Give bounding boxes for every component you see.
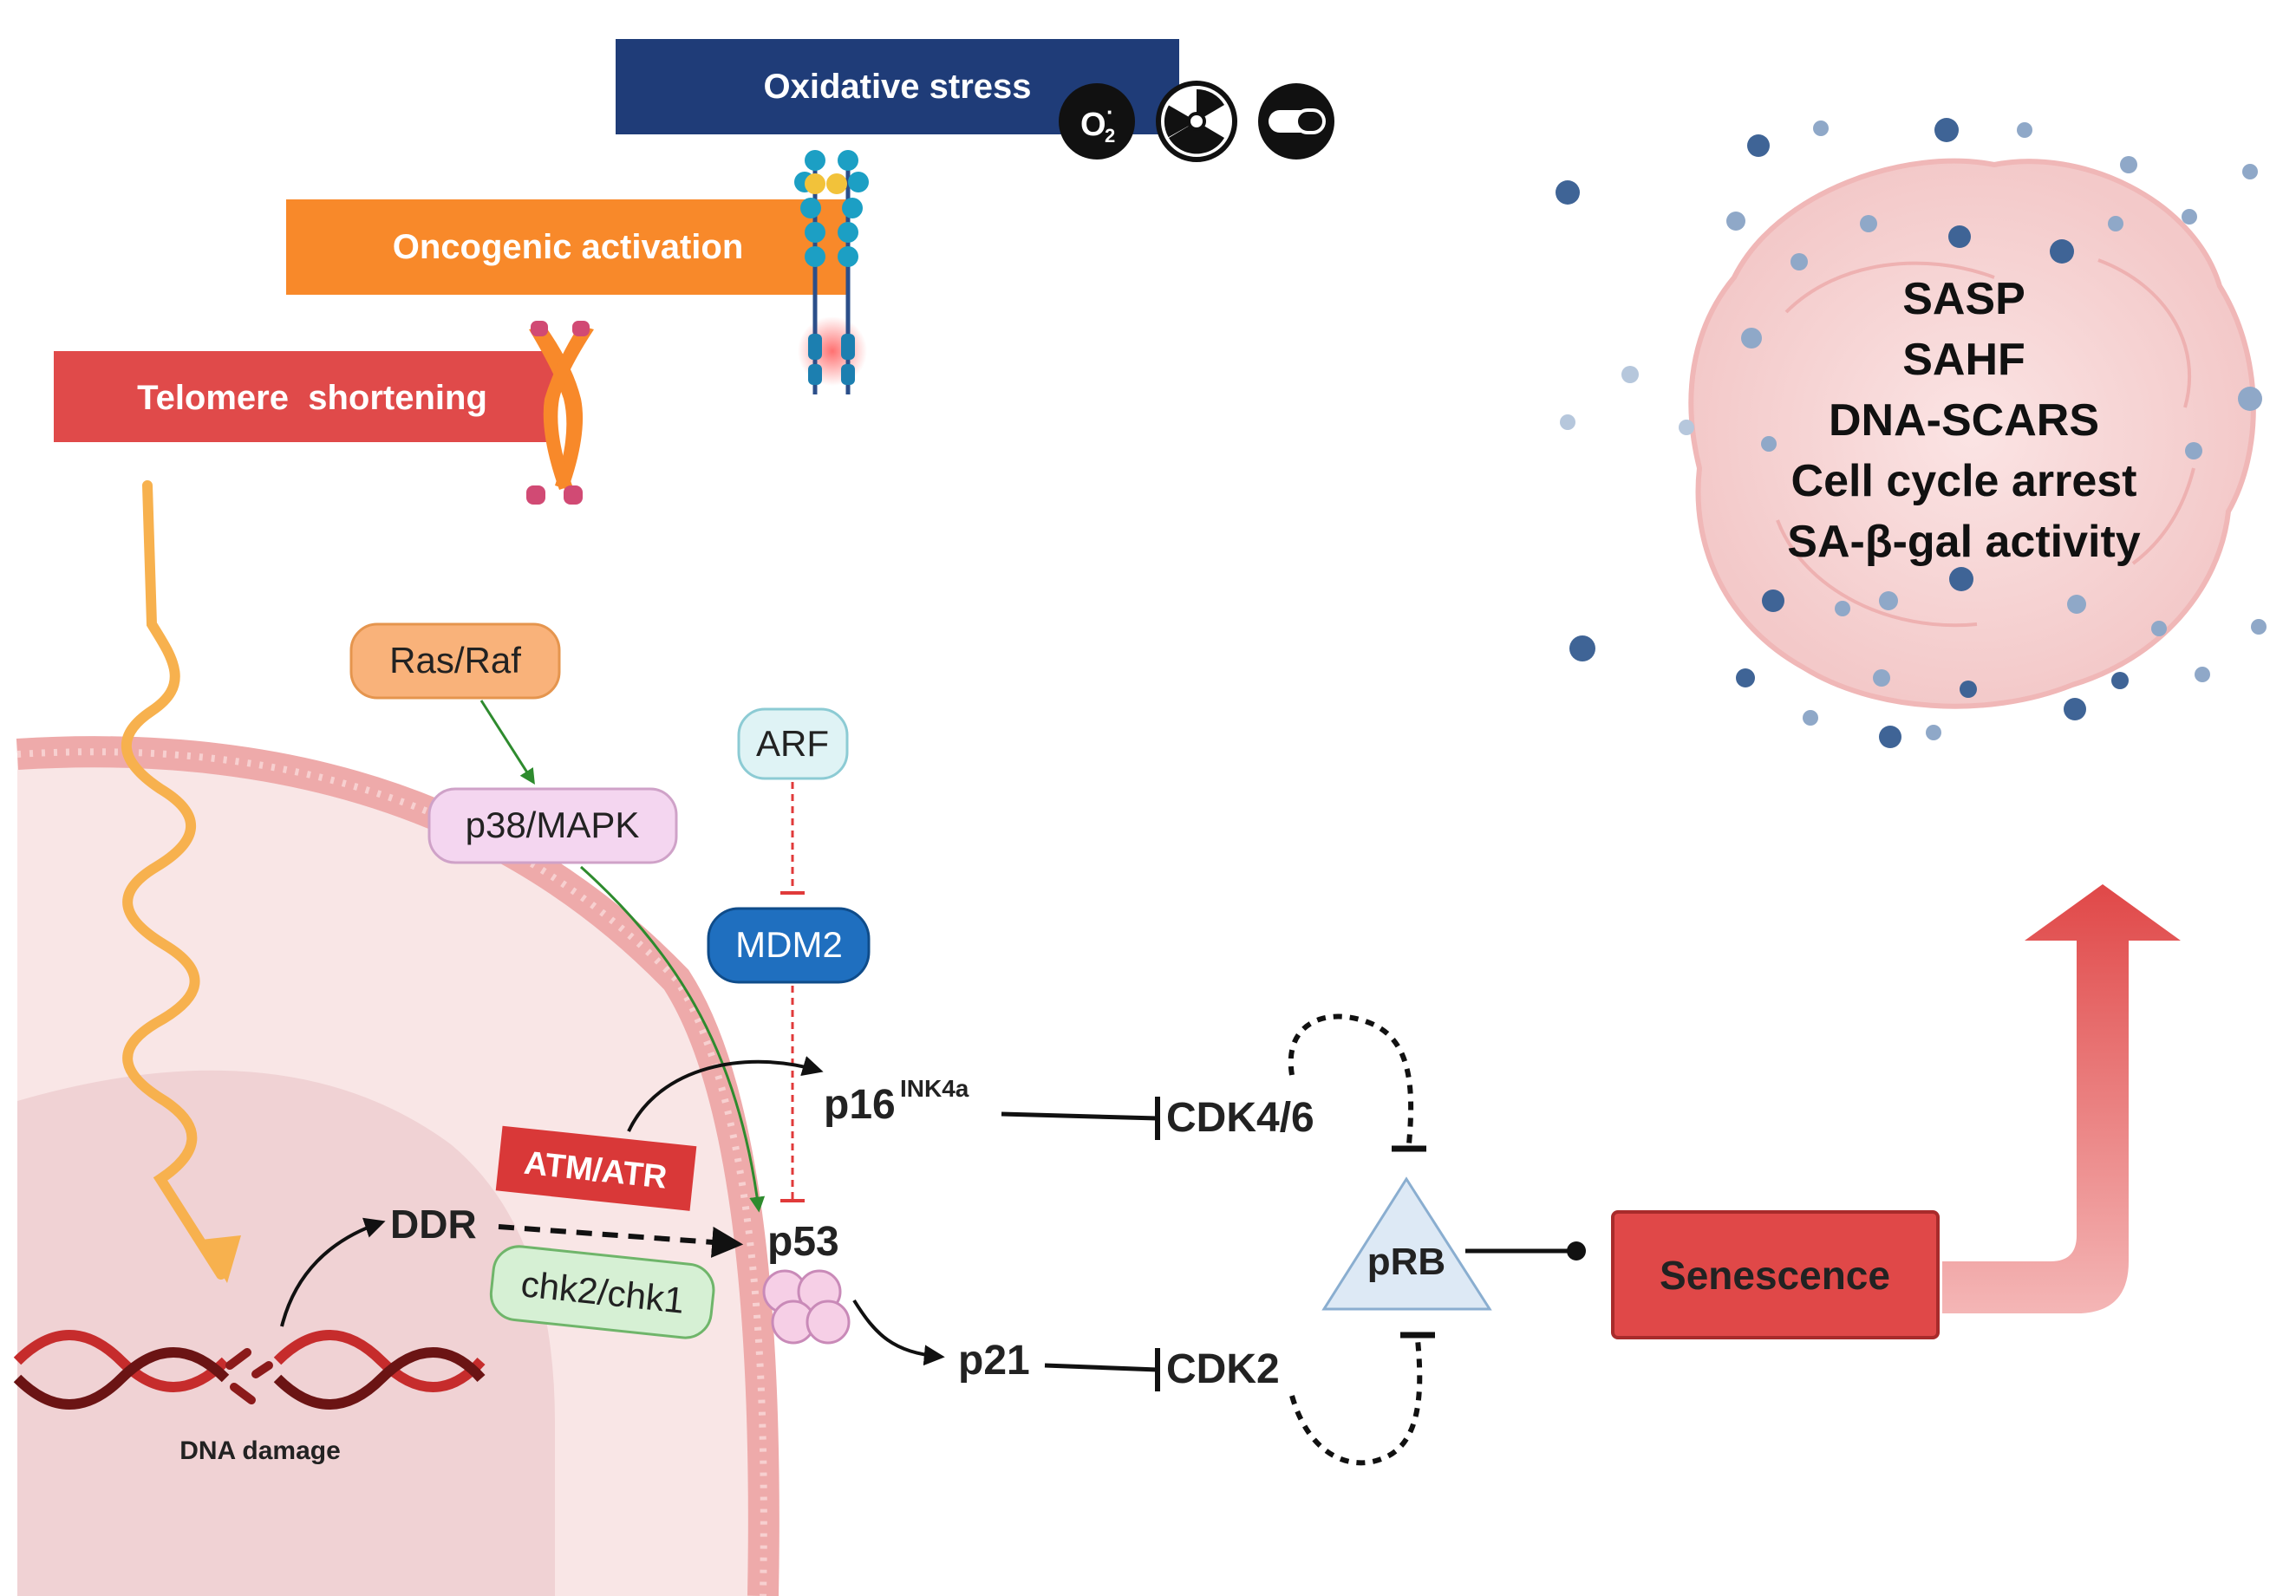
p53-to-p21-arrow — [852, 1299, 945, 1366]
svg-text:p16: p16 — [824, 1082, 896, 1128]
arf-node: ARF — [737, 707, 849, 780]
receptor-icon — [794, 150, 869, 394]
dna-damage-label: DNA damage — [179, 1436, 341, 1465]
svg-text:ARF: ARF — [756, 723, 829, 764]
prb-node: pRB — [1321, 1176, 1492, 1311]
svg-text:INK4a: INK4a — [900, 1075, 969, 1102]
svg-text:O: O — [1080, 107, 1106, 143]
telomere-signal-arrow — [121, 480, 226, 1280]
ras-to-p38-arrow — [479, 700, 535, 785]
dna-damage-icon: DNA damage — [13, 1330, 486, 1465]
cdk46-label: CDK4/6 — [1166, 1095, 1314, 1141]
o2-radical-icon: O 2 · — [1059, 83, 1135, 160]
sasp-secreted-factors — [1556, 118, 2267, 748]
telomere-shortening-label: Telomere shortening — [137, 379, 487, 417]
atm-to-p16-arrow — [627, 1056, 824, 1132]
hallmark-cell-cycle-arrest: Cell cycle arrest — [1791, 456, 2137, 506]
oncogenic-activation-banner: Oncogenic activation — [286, 199, 850, 295]
svg-text:pRB: pRB — [1367, 1241, 1445, 1283]
p16-inhibits-cdk46 — [1001, 1111, 1158, 1121]
hallmark-sasp: SASP — [1902, 274, 2025, 324]
svg-text:Senescence: Senescence — [1660, 1253, 1890, 1298]
p53-label: p53 — [767, 1219, 839, 1265]
telomere-shortening-banner: Telomere shortening — [54, 351, 557, 442]
svg-text:p38/MAPK: p38/MAPK — [466, 805, 640, 845]
hallmark-sa-beta-gal: SA-β-gal activity — [1787, 517, 2140, 567]
radiation-icon — [1156, 81, 1237, 162]
dna-to-ddr-arrow — [280, 1217, 386, 1327]
oxidative-stress-label: Oxidative stress — [763, 68, 1031, 106]
svg-text:Ras/Raf: Ras/Raf — [389, 640, 521, 681]
svg-text:MDM2: MDM2 — [735, 924, 843, 965]
senescent-cell-icon — [1688, 158, 2256, 709]
ras-raf-node: Ras/Raf — [349, 622, 561, 700]
nucleus — [17, 1070, 555, 1596]
hallmark-dna-scars: DNA-SCARS — [1829, 395, 2099, 446]
p16-label: p16 INK4a — [824, 1075, 969, 1128]
cdk2-label: CDK2 — [1166, 1346, 1280, 1392]
cdk2-inhibits-prb — [1289, 1339, 1423, 1466]
p21-inhibits-cdk2 — [1044, 1363, 1158, 1372]
senescence-to-cell-arrow — [1942, 884, 2181, 1313]
p53-tetramer-icon — [762, 1269, 851, 1345]
cdk46-inhibits-prb — [1288, 1013, 1414, 1145]
ddr-to-p53-arrow — [498, 1224, 744, 1258]
oncogenic-activation-label: Oncogenic activation — [393, 228, 744, 266]
drug-pill-icon — [1258, 83, 1334, 160]
chk2-chk1-node: chk2/chk1 — [489, 1245, 715, 1339]
chromosome-icon — [526, 321, 594, 505]
svg-text:2: 2 — [1105, 125, 1115, 147]
atm-atr-node: ATM/ATR — [495, 1125, 697, 1211]
ddr-label: DDR — [390, 1202, 477, 1247]
p21-label: p21 — [958, 1338, 1030, 1384]
senescence-node: Senescence — [1611, 1210, 1940, 1339]
p38-mapk-node: p38/MAPK — [427, 787, 678, 864]
svg-text:·: · — [1106, 99, 1114, 125]
p38-to-p53-arrow — [579, 865, 766, 1213]
mdm2-node: MDM2 — [707, 907, 871, 984]
hallmark-sahf: SAHF — [1902, 335, 2025, 385]
